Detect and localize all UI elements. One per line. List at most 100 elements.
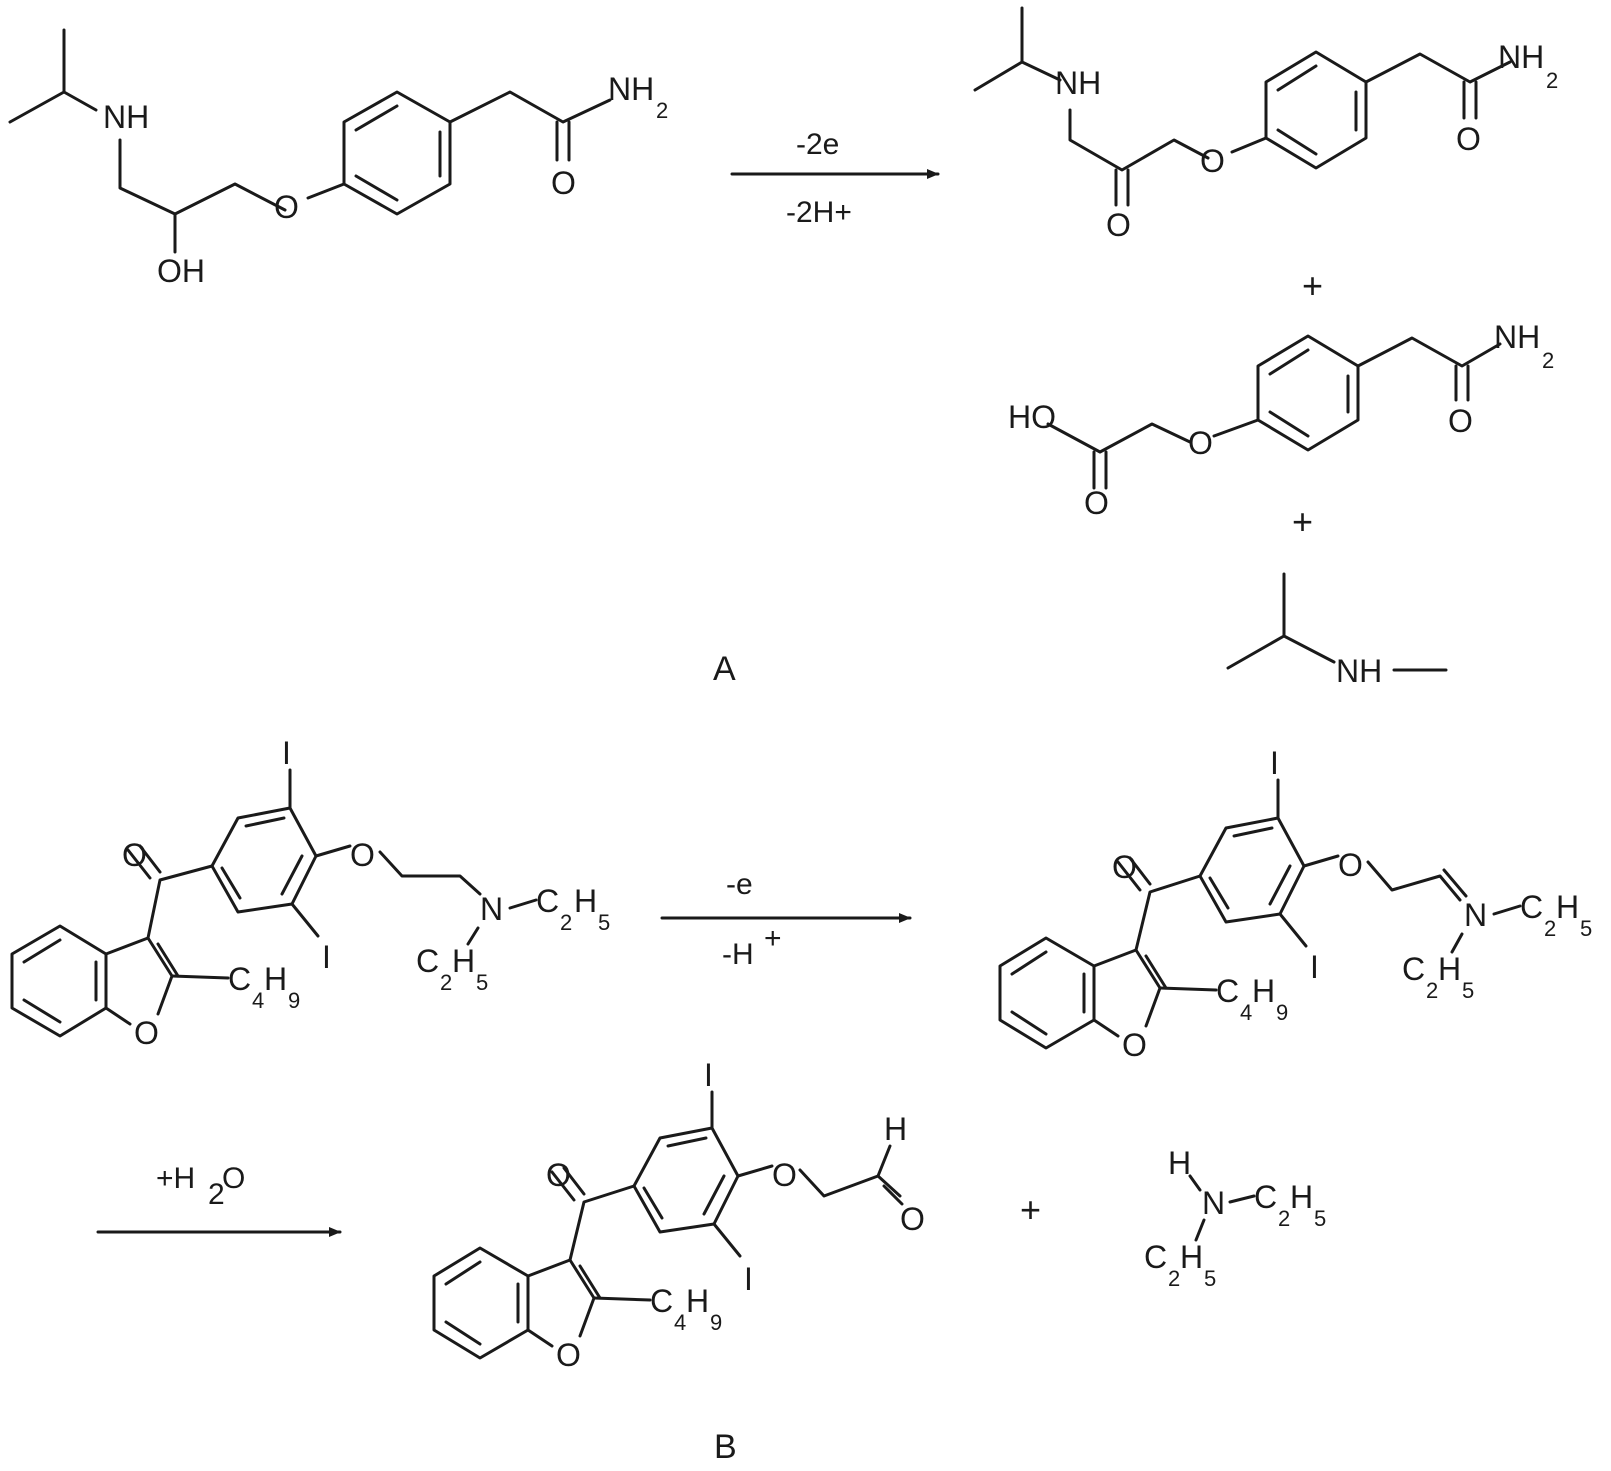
amide-nh: NH <box>1498 39 1544 75</box>
isopropyl-bonds <box>8 28 98 124</box>
plus-a2: + <box>1292 501 1313 542</box>
benzofuran-benzene <box>998 936 1096 1050</box>
ether-o: O <box>1188 425 1213 461</box>
amide-o: O <box>1456 121 1481 157</box>
plus-a1: + <box>1302 265 1323 306</box>
iodine-bottom: I <box>322 939 331 975</box>
panel-a-product-amine: NH <box>1226 572 1448 689</box>
panel-label-a: A <box>713 650 736 688</box>
amine-nh: NH <box>103 99 149 135</box>
condition-water-sub: 2 <box>208 1178 225 1211</box>
amine-h: H <box>1168 1145 1191 1181</box>
condition-electron: -e <box>726 868 753 901</box>
ether-o: O <box>772 1157 797 1193</box>
condition-water-o: O <box>222 1162 245 1195</box>
ethoxy-bonds <box>314 844 482 896</box>
phenyl-inner <box>1208 826 1292 910</box>
chain-bonds <box>1046 422 1192 454</box>
panel-b-arrow-2: +H 2 O <box>96 1162 342 1237</box>
carbonyl-double <box>1454 364 1470 402</box>
ketone-o: O <box>1106 207 1131 243</box>
ether-o: O <box>350 837 375 873</box>
panel-a-arrow: -2e -2H+ <box>730 128 940 229</box>
benzene-inner <box>1268 348 1350 438</box>
ethyl2-c-sub: 2 <box>440 970 452 995</box>
benzofuran-benzene <box>10 924 108 1038</box>
ethyl2-c: C <box>416 943 439 979</box>
ethyl2-c-sub: 2 <box>1426 978 1438 1003</box>
furan-ring <box>526 1258 596 1348</box>
iminium-double <box>1442 868 1468 898</box>
ethyl-c: C <box>1520 889 1543 925</box>
iodine-bottom: I <box>1310 949 1319 985</box>
benzofuran-benzene <box>432 1246 530 1360</box>
acetamide-bonds <box>1356 336 1502 368</box>
ether-ring-bond <box>1230 136 1268 154</box>
ethyl-h-sub: 5 <box>1580 916 1592 941</box>
butyl-bond <box>592 1296 652 1302</box>
iodine-bottom-bond <box>290 902 320 938</box>
amide-nh-sub: 2 <box>656 98 668 123</box>
condition-protons: -2H+ <box>786 196 852 229</box>
acetamide-bonds <box>448 90 612 124</box>
condition-proton: -H <box>722 938 754 971</box>
chain-bonds <box>118 138 287 216</box>
panel-b-reactant: O O I I O N C 2 H 5 C 2 H 5 C 4 H 9 <box>10 735 610 1051</box>
ethyl2-h-sub: 5 <box>1204 1266 1216 1291</box>
benzene-inner <box>1276 64 1358 156</box>
amide-nh: NH <box>608 71 654 107</box>
ether-ring-bond <box>1212 418 1260 438</box>
furan-o: O <box>556 1337 581 1373</box>
hydroxyl-ho: HO <box>1008 399 1056 435</box>
furan-o: O <box>134 1015 159 1051</box>
ethyl2-c-sub: 2 <box>1168 1266 1180 1291</box>
ethyl2-c: C <box>1144 1239 1167 1275</box>
amide-nh-sub: 2 <box>1542 348 1554 373</box>
butyl-c-sub: 4 <box>252 988 264 1013</box>
butyl-c: C <box>650 1283 673 1319</box>
butyl-h: H <box>264 961 287 997</box>
benzene-ring <box>342 90 452 216</box>
panel-b-iminium: O O I I O N C 2 H 5 C 2 H 5 C 4 H 9 <box>998 745 1592 1063</box>
butyl-c-sub: 4 <box>674 1310 686 1335</box>
furan-o: O <box>1122 1027 1147 1063</box>
amine-bonds <box>1188 1174 1256 1242</box>
amine-n: N <box>480 891 503 927</box>
panel-b-diethylamine: H N C 2 H 5 C 2 H 5 <box>1144 1145 1326 1291</box>
panel-b-arrow-1: -e -H + <box>660 868 912 971</box>
acid-double <box>1092 450 1108 490</box>
ketone-double <box>126 844 162 880</box>
ethoxy-bonds <box>736 1164 902 1198</box>
benzene-ring <box>1264 50 1368 170</box>
carbonyl-double <box>555 120 571 162</box>
aldehyde-h-bond <box>876 1144 892 1178</box>
ethyl-h: H <box>1290 1179 1313 1215</box>
butyl-bond <box>170 974 230 980</box>
amide-nh: NH <box>1494 319 1540 355</box>
ethyl-c-sub: 2 <box>1544 916 1556 941</box>
ketone-double <box>550 1166 586 1202</box>
ethyl-c-sub: 2 <box>560 910 572 935</box>
amine-n: N <box>1464 897 1487 933</box>
butyl-h: H <box>1252 973 1275 1009</box>
ethyl-c: C <box>1254 1179 1277 1215</box>
ether-ring-bond <box>306 182 346 200</box>
furan-double <box>578 1264 602 1300</box>
panel-label-b: B <box>714 1428 737 1466</box>
chain-bonds <box>1068 108 1210 172</box>
iodine-top: I <box>704 1057 713 1093</box>
furan-ring <box>1092 948 1162 1038</box>
furan-ring <box>104 936 174 1026</box>
condition-electrons: -2e <box>796 128 839 161</box>
amine-bonds <box>466 898 538 946</box>
amide-o: O <box>1448 403 1473 439</box>
butyl-bond <box>1158 986 1218 992</box>
isopropyl-bonds <box>1226 572 1336 670</box>
butyl-c-sub: 4 <box>1240 1000 1252 1025</box>
hydroxyl-oh: OH <box>157 253 205 289</box>
panel-b-aldehyde: O O I I O H O C 4 H 9 <box>432 1057 925 1373</box>
isopropyl-bonds <box>973 6 1062 92</box>
carbonyl-bonds <box>146 864 214 940</box>
phenyl-inner <box>642 1136 726 1220</box>
